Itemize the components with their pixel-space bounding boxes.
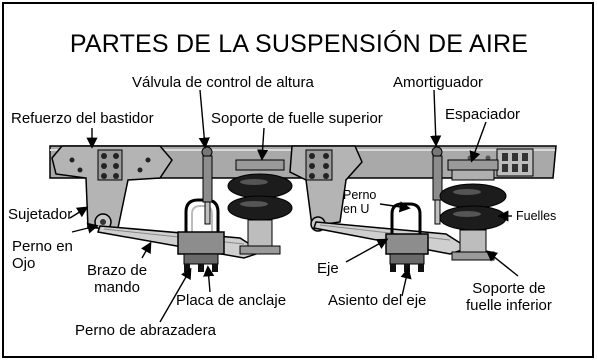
label-espaciador: Espaciador (445, 106, 521, 123)
label-sujetador: Sujetador (8, 206, 73, 223)
left-air-bellows (227, 159, 293, 255)
label-soporte-fuelle-superior: Soporte de fuelle superior (211, 110, 383, 127)
right-shock-absorber (431, 146, 443, 225)
right-axle-assembly (385, 202, 429, 272)
left-shock-absorber (201, 146, 213, 225)
label-perno-u: Perno en U (343, 188, 377, 216)
right-air-bellows (439, 159, 507, 261)
label-amortiguador: Amortiguador (393, 74, 484, 91)
label-eje: Eje (317, 260, 339, 277)
label-refuerzo-bastidor: Refuerzo del bastidor (11, 110, 154, 127)
label-soporte-fuelle-inferior: Soporte de fuelle inferior (466, 280, 552, 314)
label-perno-abrazadera: Perno de abrazadera (75, 322, 216, 339)
leader-lines (69, 89, 519, 323)
label-fuelles: Fuelles (516, 209, 557, 223)
left-hanger-bracket (51, 145, 173, 231)
label-brazo-mando: Brazo de mando (87, 262, 148, 296)
diagram-border (2, 2, 594, 358)
label-perno-ojo: Perno en Ojo (12, 238, 73, 272)
label-placa-anclaje: Placa de anclaje (176, 292, 287, 309)
left-axle-assembly (177, 198, 225, 272)
right-hanger-bracket (289, 145, 363, 232)
diagram-title: PARTES DE LA SUSPENSIÓN DE AIRE (69, 30, 529, 58)
label-asiento-eje: Asiento del eje (328, 292, 427, 309)
label-valvula-control-altura: Válvula de control de altura (132, 74, 314, 91)
